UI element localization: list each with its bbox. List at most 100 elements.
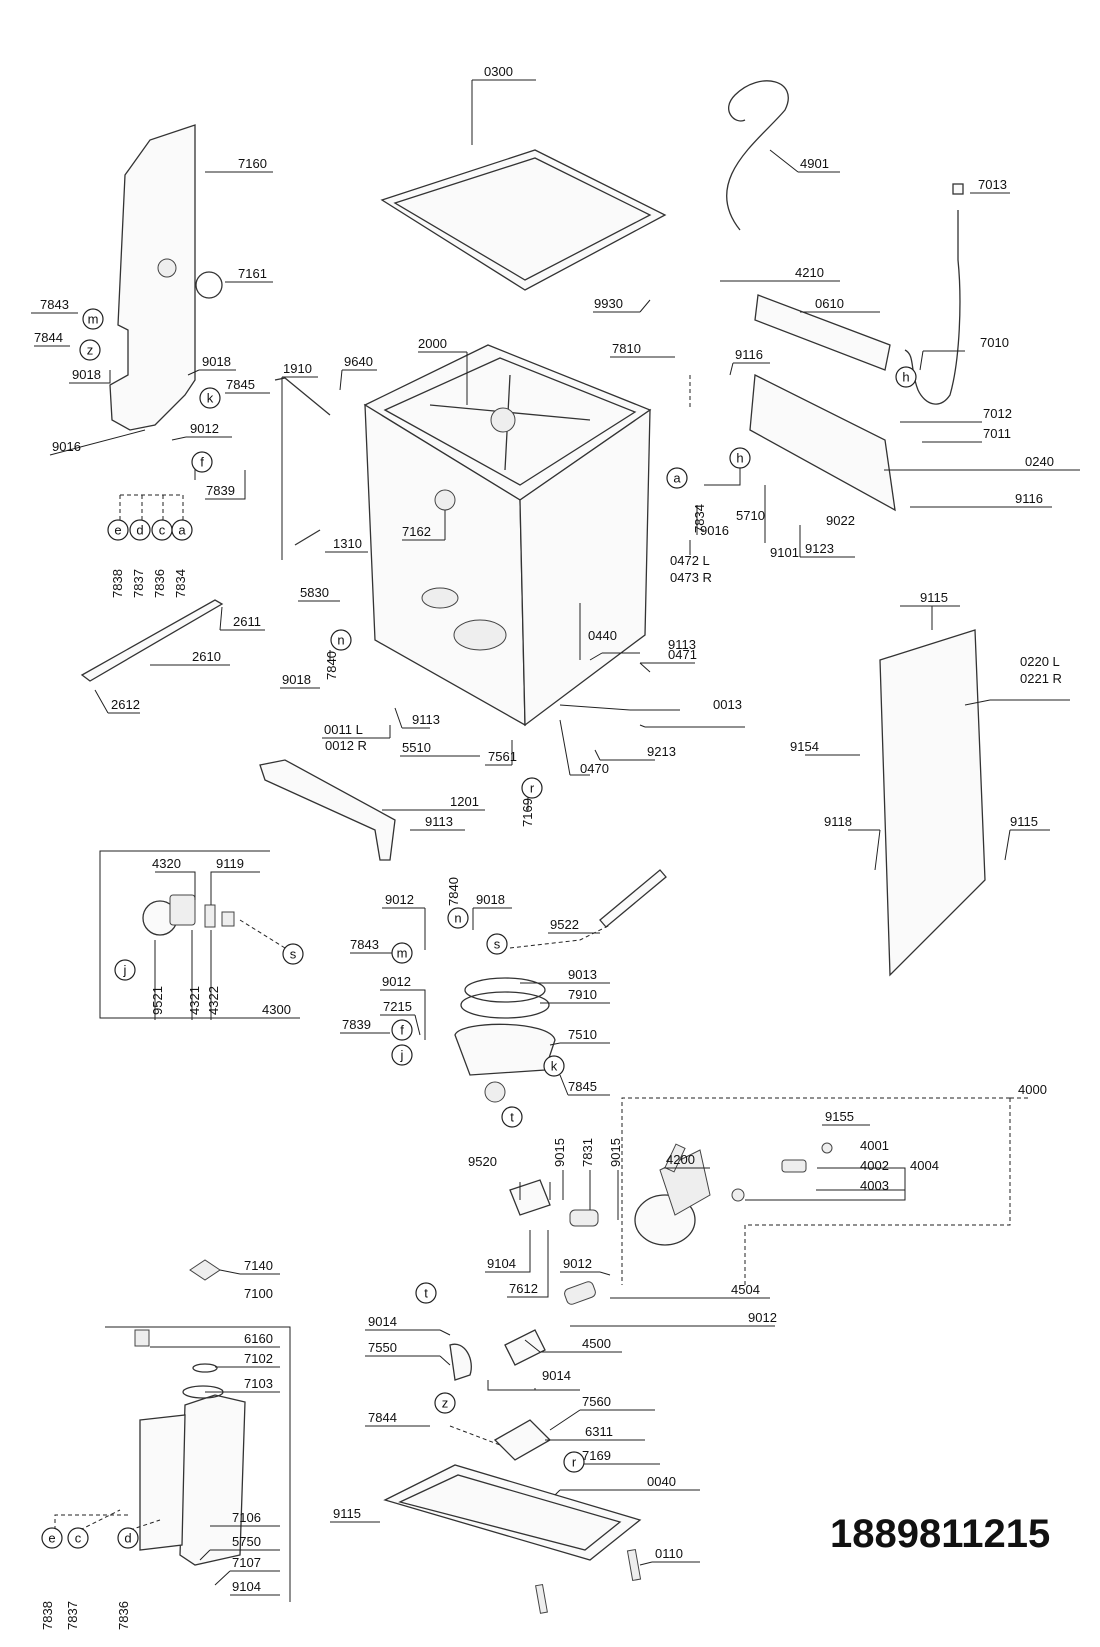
- callout-f: f: [391, 1019, 413, 1041]
- sump-7510-shape: [454, 1023, 556, 1076]
- part-number-label: 0012 R: [325, 738, 367, 753]
- document-number: 1889811215: [830, 1512, 1051, 1556]
- part-number-label: 9155: [825, 1109, 854, 1124]
- tub-inner-rim: [383, 357, 637, 486]
- callout-k: k: [199, 387, 221, 409]
- callout-circle: [447, 907, 469, 929]
- part-number-label: 0240: [1025, 454, 1054, 469]
- callout-circle: [415, 1282, 437, 1304]
- strip-2610-shape: [80, 599, 224, 682]
- part-number-label: 4000: [1018, 1082, 1047, 1097]
- callout-letter: z: [87, 343, 94, 358]
- part-number-label: 9116: [1015, 491, 1043, 506]
- callout-r: r: [521, 777, 543, 799]
- callout-letter: d: [124, 1531, 131, 1546]
- callout-e: e: [107, 519, 129, 541]
- pump-4500-shape: [504, 1329, 546, 1366]
- callout-circle: [82, 308, 104, 330]
- callout-letter: k: [551, 1059, 558, 1074]
- part-number-label: 2610: [192, 649, 221, 664]
- part-number-label: 4504: [731, 1282, 760, 1297]
- foot-0110b-shape: [535, 1583, 548, 1614]
- tub-sump-hole: [421, 587, 459, 609]
- cap-7140-shape: [189, 1259, 221, 1281]
- strip-1201-shape: [259, 759, 396, 861]
- part-6160-shape: [134, 1329, 150, 1347]
- part-number-label: 7100: [244, 1286, 273, 1301]
- tub-hub: [490, 407, 516, 433]
- callout-letter: t: [424, 1286, 428, 1301]
- part-number-label: 9022: [826, 513, 855, 528]
- ring-7102-shape: [192, 1363, 218, 1373]
- callout-circle: [199, 387, 221, 409]
- part-number-label: 5830: [300, 585, 329, 600]
- panel-0240-shape: [749, 373, 896, 512]
- part-number-label: 0300: [484, 64, 513, 79]
- part-number-label: 4002: [860, 1158, 889, 1173]
- part-number-label: 2612: [111, 697, 140, 712]
- part-number-label: 7107: [232, 1555, 261, 1570]
- part-number-label: 9012: [748, 1310, 777, 1325]
- softener-7100-shape: [179, 1394, 246, 1566]
- part-number-label: 7910: [568, 987, 597, 1002]
- callout-e: e: [41, 1527, 63, 1549]
- part-4001-shape: [821, 1142, 833, 1154]
- callout-letter: f: [200, 455, 204, 470]
- callout-m: m: [391, 942, 413, 964]
- part-number-label: 0470: [580, 761, 609, 776]
- callout-circle: [129, 519, 151, 541]
- callout-letter: m: [397, 946, 408, 961]
- part-number-label: 0013: [713, 697, 742, 712]
- frame-4000: [621, 1097, 1030, 1285]
- ring-7161-shape: [195, 271, 223, 299]
- leader-lines: [31, 79, 1080, 1596]
- part-number-label: 7836: [152, 569, 167, 598]
- callout-letter: s: [494, 937, 501, 952]
- part-drawings: [80, 80, 986, 1614]
- part-number-label: 0471: [668, 647, 697, 662]
- part-number-label: 9113: [425, 814, 453, 829]
- part-number-label: 7839: [206, 483, 235, 498]
- part-number-label: 4004: [910, 1158, 939, 1173]
- bracket-0610-shape: [754, 294, 891, 371]
- tub-sump-hole-2: [453, 619, 507, 651]
- part-number-label: 4001: [860, 1138, 889, 1153]
- callout-circle: [117, 1527, 139, 1549]
- foot-0110-shape: [626, 1548, 642, 1582]
- part-number-label: 0110: [655, 1546, 683, 1561]
- callout-a: a: [666, 467, 688, 489]
- hose-9522-shape: [599, 869, 667, 928]
- part-number-label: 4321: [187, 986, 202, 1015]
- part-number-label: 4210: [795, 265, 824, 280]
- part-number-label: 4500: [582, 1336, 611, 1351]
- callout-c: c: [151, 519, 173, 541]
- part-number-label: 4320: [152, 856, 181, 871]
- part-number-label: 7612: [509, 1281, 538, 1296]
- fitting-4322-shape: [221, 911, 235, 927]
- part-number-label: 0011 L: [324, 722, 363, 737]
- part-number-label: 9115: [1010, 814, 1038, 829]
- part-number-label: 1310: [333, 536, 362, 551]
- part-number-label: 9115: [333, 1506, 361, 1521]
- part-number-label: 9012: [385, 892, 414, 907]
- callout-letter: c: [159, 523, 166, 538]
- part-number-label: 7838: [40, 1601, 55, 1630]
- part-number-label: 7837: [65, 1601, 80, 1630]
- part-number-label: 1201: [450, 794, 479, 809]
- callout-letter: h: [736, 451, 743, 466]
- callout-letter: j: [123, 963, 127, 978]
- part-number-label: 5710: [736, 508, 765, 523]
- part-number-label: 9113: [668, 637, 696, 652]
- part-number-label: 4003: [860, 1178, 889, 1193]
- callout-letter: f: [400, 1023, 404, 1038]
- callout-circle: [486, 933, 508, 955]
- part-number-label: 9015: [608, 1138, 623, 1167]
- gasket-1910-shape: [274, 377, 331, 416]
- part-number-label: 6311: [585, 1424, 613, 1439]
- part-number-label: 7560: [582, 1394, 611, 1409]
- callout-circle: [563, 1451, 585, 1473]
- part-number-label: 9104: [232, 1579, 261, 1594]
